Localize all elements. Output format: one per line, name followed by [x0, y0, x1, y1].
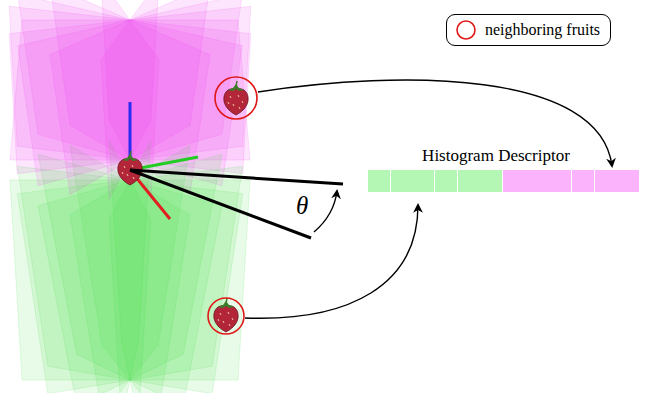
neighbor-fruit	[224, 81, 248, 115]
angle-ray	[130, 170, 311, 238]
histogram-bin	[595, 170, 639, 192]
histogram-bin	[503, 170, 571, 192]
descriptor-title: Histogram Descriptor	[368, 146, 640, 166]
center-fruit	[118, 151, 142, 185]
histogram-bin	[435, 170, 457, 192]
histogram-bin	[391, 170, 434, 192]
assign-arrow	[245, 205, 418, 318]
upper-plane	[9, 6, 251, 173]
neighbor-fruit	[214, 298, 238, 332]
plane-fan	[9, 0, 251, 393]
neighbor-circle	[208, 298, 244, 334]
histogram-bin	[458, 170, 502, 192]
histogram-bar	[368, 170, 640, 192]
upper-plane	[9, 6, 251, 173]
legend-circle	[455, 19, 477, 41]
legend-box: neighboring fruits	[446, 14, 611, 46]
angle-label: θ	[296, 192, 308, 220]
histogram-bin	[572, 170, 594, 192]
neighbor-circle	[215, 77, 257, 119]
histogram-bin	[368, 170, 390, 192]
angle-arc	[314, 191, 337, 232]
legend-text: neighboring fruits	[485, 21, 600, 39]
histogram-descriptor: Histogram Descriptor	[368, 146, 640, 192]
